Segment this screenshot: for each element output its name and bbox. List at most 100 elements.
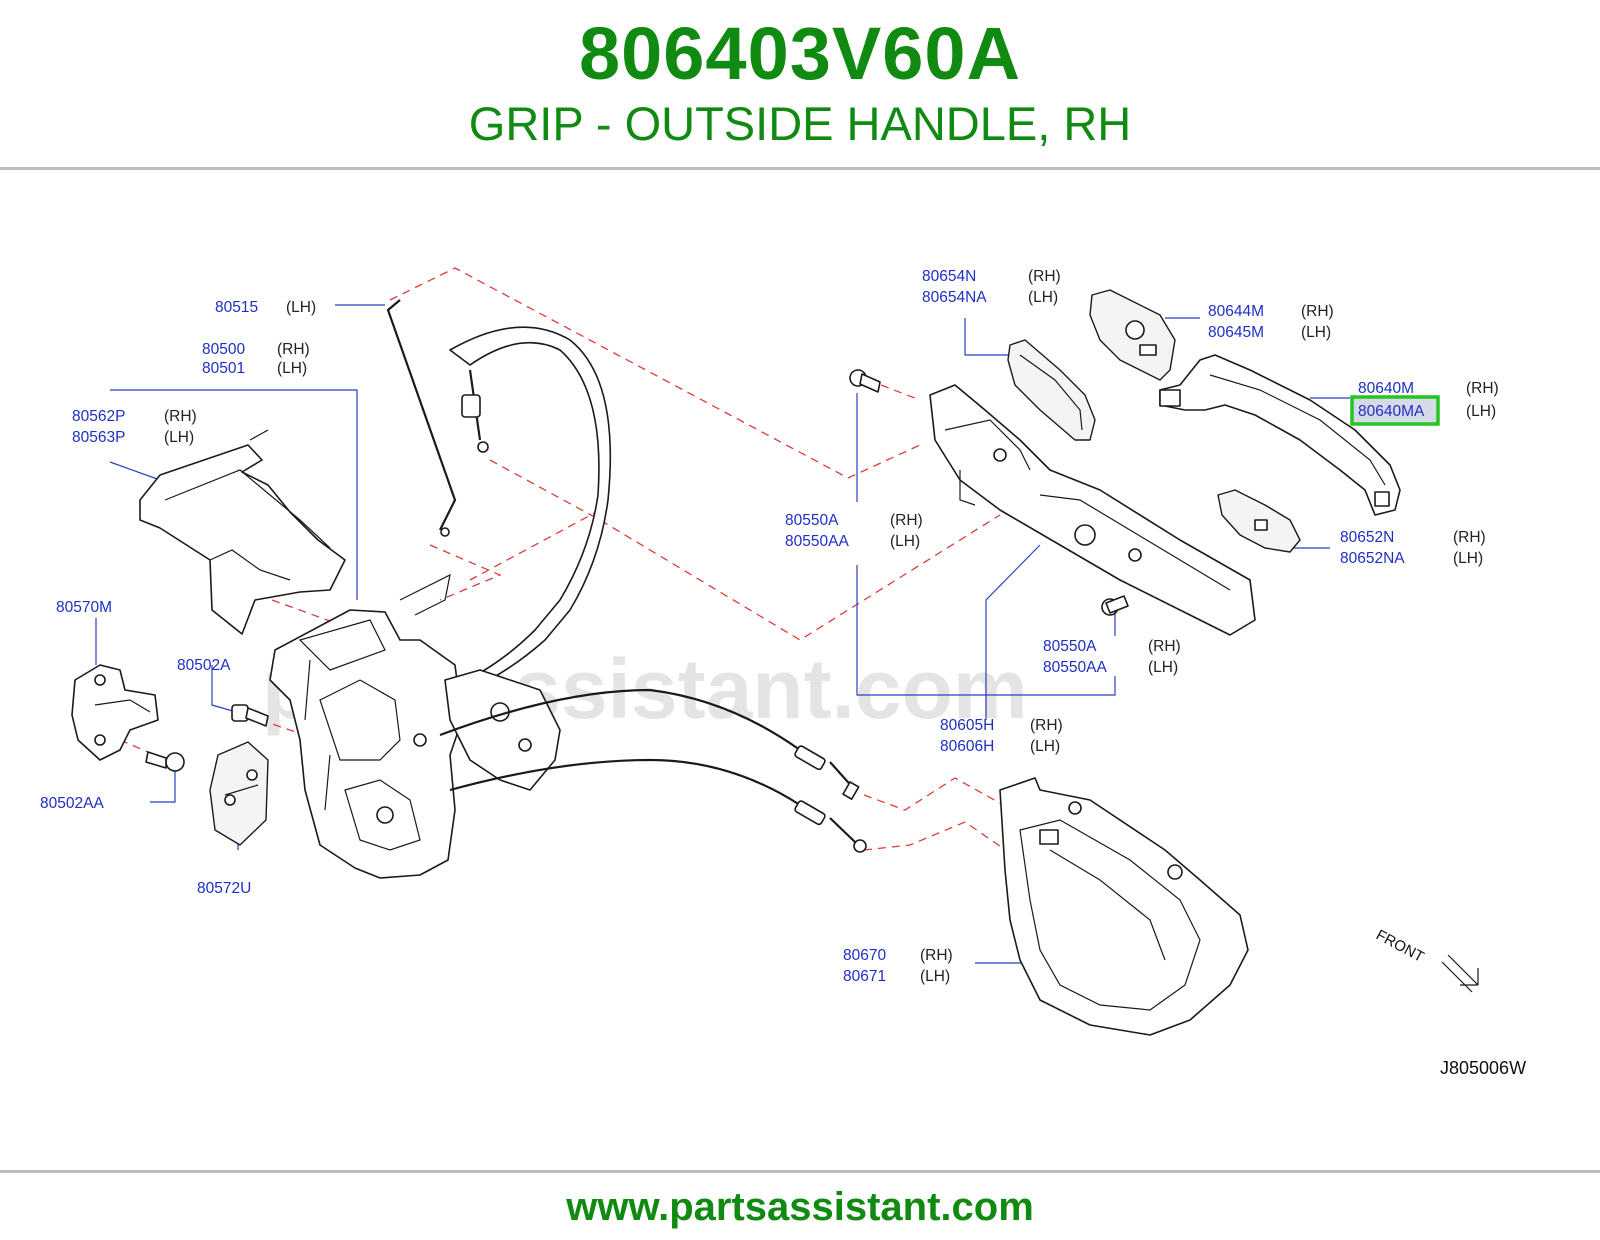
shim-80572U xyxy=(209,741,269,846)
svg-text:(LH): (LH) xyxy=(277,360,307,377)
footer-website-link[interactable]: www.partsassistant.com xyxy=(566,1185,1034,1229)
front-label: FRONT xyxy=(1373,927,1427,966)
callout-80640M[interactable]: 80640M (RH) xyxy=(1358,380,1499,397)
handle-bracket-frame xyxy=(929,384,1256,636)
outside-handle-grip-80640M xyxy=(1159,354,1401,516)
svg-text:(LH): (LH) xyxy=(1028,289,1058,306)
callout-80652N[interactable]: 80652N (RH) xyxy=(1340,529,1486,546)
striker-80570M xyxy=(71,664,159,761)
bolt-80502A xyxy=(231,704,269,727)
callout-80501[interactable]: 80501 (LH) xyxy=(202,360,307,377)
svg-text:80550AA: 80550AA xyxy=(785,533,849,550)
callout-80572U[interactable]: 80572U xyxy=(197,880,251,897)
svg-text:80550A: 80550A xyxy=(785,512,839,529)
callout-80550AA-upper[interactable]: 80550AA (LH) xyxy=(785,533,920,550)
callout-80644M[interactable]: 80644M (RH) xyxy=(1208,303,1334,320)
svg-text:80501: 80501 xyxy=(202,360,245,377)
svg-text:(LH): (LH) xyxy=(286,299,316,316)
svg-text:80670: 80670 xyxy=(843,947,886,964)
callout-80500[interactable]: 80500 (RH) xyxy=(202,341,310,358)
svg-text:80644M: 80644M xyxy=(1208,303,1264,320)
escutcheon-80644M xyxy=(1089,289,1176,381)
part-description: GRIP - OUTSIDE HANDLE, RH xyxy=(468,97,1132,150)
svg-text:(RH): (RH) xyxy=(1148,638,1181,655)
callout-80654N[interactable]: 80654N (RH) xyxy=(922,268,1061,285)
svg-text:(RH): (RH) xyxy=(1301,303,1334,320)
svg-text:80671: 80671 xyxy=(843,968,886,985)
callout-80654NA[interactable]: 80654NA (LH) xyxy=(922,289,1058,306)
svg-text:80606H: 80606H xyxy=(940,738,994,755)
door-lock-80500 xyxy=(269,573,463,879)
svg-text:(RH): (RH) xyxy=(1028,268,1061,285)
svg-text:(RH): (RH) xyxy=(1030,717,1063,734)
callout-80645M[interactable]: 80645M (LH) xyxy=(1208,324,1331,341)
inside-handle-80670 xyxy=(999,777,1249,1036)
svg-text:80502A: 80502A xyxy=(177,657,231,674)
callout-80562P[interactable]: 80562P (RH) xyxy=(72,408,197,425)
svg-text:80502AA: 80502AA xyxy=(40,795,104,812)
callout-80550A-lower[interactable]: 80550A (RH) xyxy=(1043,638,1181,655)
svg-text:80515: 80515 xyxy=(215,299,258,316)
highlight-box xyxy=(1350,395,1440,426)
svg-text:80654N: 80654N xyxy=(922,268,976,285)
bolt-80502AA xyxy=(145,751,185,772)
callout-80652NA[interactable]: 80652NA (LH) xyxy=(1340,550,1483,567)
diagram-reference-code: J805006W xyxy=(1440,1058,1526,1078)
callout-80515[interactable]: 80515 (LH) xyxy=(215,299,316,316)
front-arrow-icon xyxy=(1447,954,1479,986)
callout-80671[interactable]: 80671 (LH) xyxy=(843,968,950,985)
callout-80640MA-highlighted[interactable]: 80640MA (LH) xyxy=(1350,395,1496,426)
insulator-80652N xyxy=(1217,489,1301,553)
svg-text:(LH): (LH) xyxy=(164,429,194,446)
rod-80515 xyxy=(386,299,457,537)
cables-80605H xyxy=(439,688,867,853)
svg-text:80562P: 80562P xyxy=(72,408,125,425)
svg-text:80640M: 80640M xyxy=(1358,380,1414,397)
callout-80563P[interactable]: 80563P (LH) xyxy=(72,429,194,446)
svg-text:(LH): (LH) xyxy=(1453,550,1483,567)
protector-80562P xyxy=(139,429,346,635)
svg-text:(LH): (LH) xyxy=(1148,659,1178,676)
callout-80606H[interactable]: 80606H (LH) xyxy=(940,738,1060,755)
screw-80550A-lower xyxy=(1101,595,1129,616)
svg-text:80563P: 80563P xyxy=(72,429,125,446)
svg-text:(RH): (RH) xyxy=(890,512,923,529)
svg-text:80550AA: 80550AA xyxy=(1043,659,1107,676)
svg-text:(RH): (RH) xyxy=(920,947,953,964)
svg-text:80572U: 80572U xyxy=(197,880,251,897)
svg-text:(RH): (RH) xyxy=(1453,529,1486,546)
svg-text:80654NA: 80654NA xyxy=(922,289,987,306)
svg-text:80500: 80500 xyxy=(202,341,245,358)
svg-text:80652N: 80652N xyxy=(1340,529,1394,546)
callout-80550AA-lower[interactable]: 80550AA (LH) xyxy=(1043,659,1178,676)
svg-text:(LH): (LH) xyxy=(1030,738,1060,755)
svg-text:(LH): (LH) xyxy=(890,533,920,550)
svg-text:80645M: 80645M xyxy=(1208,324,1264,341)
callout-80605H[interactable]: 80605H (RH) xyxy=(940,717,1063,734)
page-header: 806403V60A GRIP - OUTSIDE HANDLE, RH xyxy=(0,0,1600,168)
svg-text:(RH): (RH) xyxy=(164,408,197,425)
svg-text:(RH): (RH) xyxy=(277,341,310,358)
part-number-title: 806403V60A xyxy=(578,12,1022,95)
svg-text:(LH): (LH) xyxy=(1466,403,1496,420)
callout-80502A[interactable]: 80502A xyxy=(177,657,231,674)
svg-text:(LH): (LH) xyxy=(920,968,950,985)
callout-80670[interactable]: 80670 (RH) xyxy=(843,947,953,964)
callout-80570M[interactable]: 80570M xyxy=(56,599,112,616)
svg-text:80652NA: 80652NA xyxy=(1340,550,1405,567)
callout-80502AA[interactable]: 80502AA xyxy=(40,795,104,812)
callout-leaders xyxy=(95,304,1350,964)
front-direction-indicator: FRONT xyxy=(1373,927,1479,993)
gasket-80654N xyxy=(1007,339,1096,441)
screw-80550A-upper xyxy=(849,369,881,393)
header-divider xyxy=(0,167,1600,170)
svg-text:80550A: 80550A xyxy=(1043,638,1097,655)
svg-text:80570M: 80570M xyxy=(56,599,112,616)
callout-80550A-upper[interactable]: 80550A (RH) xyxy=(785,512,923,529)
footer-divider xyxy=(0,1170,1600,1173)
svg-text:80605H: 80605H xyxy=(940,717,994,734)
svg-text:80640MA: 80640MA xyxy=(1358,403,1425,420)
svg-text:(RH): (RH) xyxy=(1466,380,1499,397)
svg-text:(LH): (LH) xyxy=(1301,324,1331,341)
